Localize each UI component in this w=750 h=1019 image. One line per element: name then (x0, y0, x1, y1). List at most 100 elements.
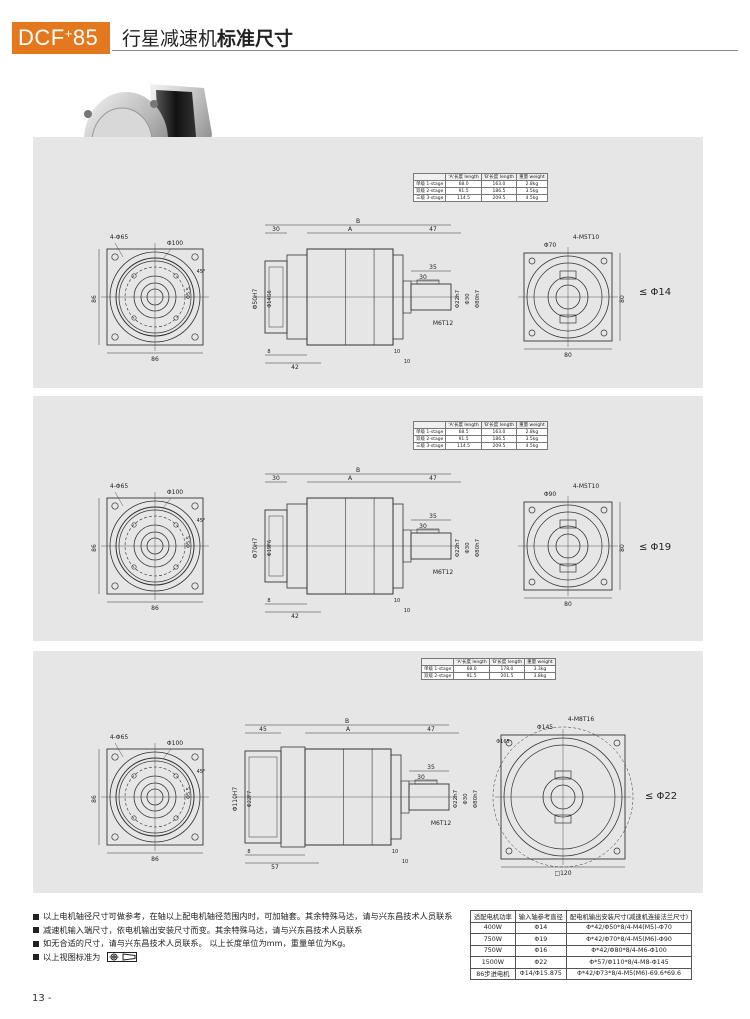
dimension-label: B (356, 467, 360, 474)
drawing-circle (505, 739, 513, 747)
dimension-label: Φ14G6 (267, 290, 273, 307)
dimension-label: Φ100 (167, 240, 183, 247)
drawing-rect (416, 528, 440, 534)
dimension-label: M6T12 (433, 320, 453, 327)
dimension-label: 4-M5T10 (573, 483, 599, 490)
dimension-label: 35 (429, 513, 437, 520)
dimension-label: 47 (427, 726, 435, 733)
drawing-circle (131, 773, 137, 779)
bullet-square-icon (33, 927, 39, 933)
dimension-label: 10 (404, 359, 410, 365)
dimension-label: Φ80h7 (475, 289, 481, 308)
shaft-label-3: ≤ Φ22 (645, 791, 678, 802)
dimension-label: 45 (259, 726, 267, 733)
dimension-label: Φ22h7 (455, 289, 461, 308)
dimension-label: 45° (197, 269, 206, 275)
drawing-line (162, 248, 172, 260)
drawing-circle (528, 257, 536, 265)
dimension-label: 4-M8T16 (568, 716, 594, 723)
drawing-circle (131, 815, 137, 821)
drawing-circle (528, 329, 536, 337)
drawing-circle (111, 502, 119, 510)
bullet-square-icon (33, 954, 39, 960)
page-number: 13 - (32, 993, 52, 1004)
dimension-label: 45° (197, 769, 206, 775)
drawing-line (114, 491, 124, 507)
dimension-label: Φ80h7 (475, 538, 481, 557)
dimension-label: Φ70H7 (252, 537, 259, 558)
drawing-circle (600, 329, 608, 337)
dimension-label: Φ30 (465, 293, 471, 305)
dimension-label: 86 (91, 295, 98, 303)
dimension-label: 10 (404, 608, 410, 614)
drawing-circle (528, 506, 536, 514)
dimension-label: 8 (267, 349, 270, 355)
drawing-circle (528, 578, 536, 586)
title-bold: 标准尺寸 (217, 28, 294, 50)
dimension-label: 80 (619, 544, 626, 552)
drawing-circle (173, 273, 179, 279)
shaft-label-2: ≤ Φ19 (639, 542, 672, 553)
dimension-label: Φ22F7 (247, 791, 253, 807)
dimension-label: Φ50H7 (252, 288, 259, 309)
dimension-label: Φ30 (463, 793, 469, 805)
drawing-circle (131, 564, 137, 570)
drawing-circle (613, 847, 621, 855)
model-sup: + (64, 26, 73, 41)
note-item: 如无合适的尺寸，请与兴东昌技术人员联系。 以上长度单位为mm，重量单位为Kg。 (33, 937, 473, 951)
dimension-label: 47 (429, 226, 437, 233)
dimension-label: Φ145 (537, 724, 553, 731)
dimension-label: M6T12 (433, 569, 453, 576)
dimension-label: 80 (564, 352, 572, 359)
dimension-label: Φ22h7 (453, 789, 459, 808)
title-normal: 行星减速机 (122, 28, 218, 50)
dimension-label: 10 (394, 598, 400, 604)
drawing-circle (173, 773, 179, 779)
drawing-circle (600, 257, 608, 265)
drawing-circle (191, 753, 199, 761)
dimension-label: 86 (151, 856, 159, 863)
drawing-circle (191, 502, 199, 510)
dimension-label: A (346, 726, 351, 733)
drawing-line (162, 497, 172, 509)
dimension-label: 10 (392, 849, 398, 855)
drawing-circle (111, 582, 119, 590)
dimension-label: 4-M5T10 (573, 234, 599, 241)
drawing-rect (414, 779, 438, 785)
dimension-label: 86 (151, 356, 159, 363)
dimension-label: Φ100 (167, 740, 183, 747)
bullet-square-icon (33, 913, 39, 920)
dimension-label: Φ22h7 (455, 538, 461, 557)
dimension-label: Φ90 (544, 491, 557, 498)
drawing-circle (111, 753, 119, 761)
dimension-label: 86 (151, 605, 159, 612)
dimension-label: 30 (272, 226, 280, 233)
drawing-circle (191, 333, 199, 341)
drawing-circle (131, 315, 137, 321)
drawing-rect (416, 279, 440, 285)
model-name: DCF (18, 25, 65, 50)
drawing-circle (505, 847, 513, 855)
drawing-line (162, 748, 172, 760)
drawing-circle (492, 726, 634, 868)
model-number: 85 (72, 25, 99, 50)
drawing-circle (600, 506, 608, 514)
dimension-label: Φ110H7 (232, 787, 239, 812)
notes: 以上电机轴径尺寸可做参考，在轴以上配电机轴径范围内时，可加轴套。其余特殊马达，请… (33, 910, 473, 964)
dimension-label: 30 (419, 523, 427, 530)
note-item: 减速机输入端尺寸，依电机输出安装尺寸而变。其余特殊马达，请与兴东昌技术人员联系 (33, 924, 473, 938)
drawing-circle (191, 833, 199, 841)
dimension-label: 4-Φ65 (110, 234, 129, 241)
